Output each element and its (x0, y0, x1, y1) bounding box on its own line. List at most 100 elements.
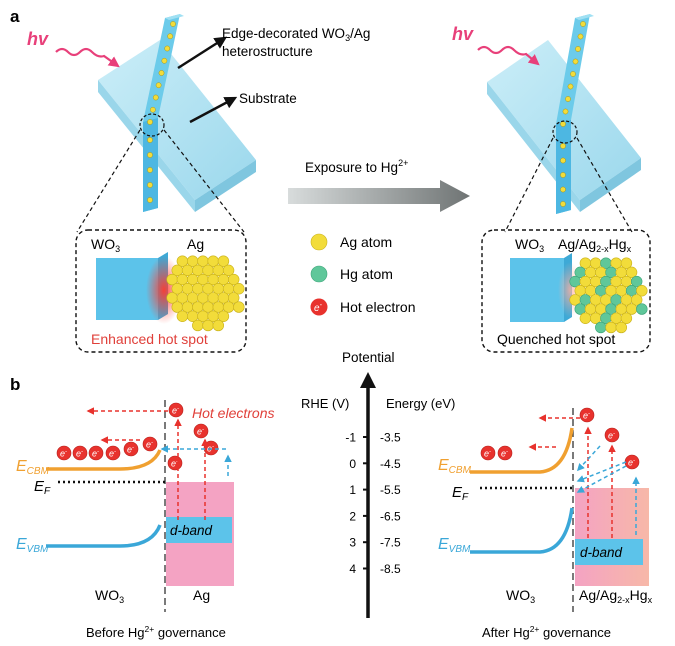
legend-hg-atom-icon (310, 265, 328, 283)
rhe-header: RHE (V) (301, 396, 349, 411)
exposure-label: Exposure to Hg2+ (305, 158, 408, 175)
right-electron-symbol: e- (583, 411, 590, 421)
panel-label-b: b (10, 375, 20, 394)
left-wall-top (165, 14, 184, 20)
left-edge-lower-dot (147, 197, 153, 203)
right-electron-symbol: e- (484, 449, 491, 459)
left-electron-symbol: e- (92, 449, 99, 459)
right-electron-symbol: e- (608, 431, 615, 441)
left-inset-caption: Enhanced hot spot (91, 331, 208, 347)
left-wo3-label: WO3 (95, 587, 124, 605)
hot-electrons-label: Hot electrons (192, 405, 274, 421)
right-edge-dots (560, 21, 586, 207)
right-edge-lower-dot (560, 143, 566, 149)
left-inset-wo3-block (96, 258, 158, 320)
left-substrate-top (98, 40, 256, 200)
energy-header: Energy (eV) (386, 396, 455, 411)
potential-axis-arrowhead (360, 372, 376, 388)
right-electron (604, 427, 620, 443)
left-edge-lower-dot (147, 152, 153, 158)
energy-tick-label: -7.5 (380, 536, 401, 550)
left-edge-dot (161, 57, 168, 64)
left-electron (168, 402, 184, 418)
left-evbm-label: EVBM (16, 536, 49, 555)
legend-hg-atom-label: Hg atom (340, 266, 393, 282)
right-wall-top (575, 14, 594, 20)
pointer-substrate (189, 96, 238, 124)
left-ag-cluster (166, 255, 245, 332)
right-electron-symbol: e- (628, 458, 635, 468)
right-edge-dot (575, 46, 581, 52)
left-caption: Before Hg2+ governance (86, 624, 226, 640)
right-edge-dot (565, 96, 571, 102)
panel-label-a: a (10, 7, 20, 26)
left-edge-lower-dot (147, 167, 153, 173)
left-edge-dots (147, 21, 176, 203)
left-electron-symbol: e- (109, 449, 116, 459)
hv-label-right: hv (452, 24, 474, 44)
left-edge-dot (170, 21, 176, 27)
hv-wave-left (55, 47, 120, 68)
left-electron (88, 445, 104, 461)
right-zoom-line-1 (504, 137, 554, 233)
left-cluster-ag-atom (202, 319, 214, 332)
left-zoom-line-1 (76, 129, 141, 233)
substrate-label: Substrate (239, 91, 297, 106)
left-cbm-line (46, 449, 162, 471)
right-blue-cross-1 (576, 461, 627, 483)
left-inset-frame (75, 229, 247, 353)
rhe-tick-label: 4 (349, 562, 356, 576)
right-edge-dot (570, 71, 576, 77)
left-cluster-ag-atom (212, 319, 225, 332)
right-alloy-label: Ag/Ag2-xHgx (579, 587, 653, 605)
right-edge-lower-dot (560, 157, 566, 164)
right-inset-frame (481, 229, 651, 353)
left-edge-dot (164, 45, 171, 52)
left-electron (142, 436, 158, 452)
heterostructure-label: heterostructure (222, 44, 313, 59)
right-cluster-ag-atom (636, 285, 648, 297)
right-blue-cross-2 (576, 465, 627, 493)
left-ag-label: Ag (193, 587, 210, 603)
left-electron (123, 441, 139, 457)
right-edge-dot (567, 83, 574, 90)
left-cluster-ag-atom (233, 301, 245, 313)
right-cbm-line (470, 427, 574, 474)
right-edge-lower-dot (560, 186, 566, 193)
legend-hot-electron-label: Hot electron (340, 299, 415, 315)
left-cluster-ag-atom (217, 310, 230, 322)
left-cluster-ag-atom (227, 273, 240, 286)
right-dband-label: d-band (580, 545, 623, 560)
left-edge-dot (150, 106, 156, 113)
left-electron-symbol: e- (76, 449, 83, 459)
right-edge-dot (577, 33, 584, 40)
right-inset-wo3-label: WO3 (515, 236, 544, 254)
right-cluster-ag-atom (630, 294, 643, 306)
right-evbm-label: EVBM (438, 536, 471, 555)
left-edge-lower-dot (147, 182, 153, 188)
potential-title: Potential (342, 350, 395, 365)
right-cluster-ag-atom (579, 312, 592, 324)
right-ef-label: EF (452, 484, 469, 503)
left-electron (105, 445, 121, 461)
right-inset-caption: Quenched hot spot (497, 331, 615, 347)
rhe-tick-label: 2 (349, 509, 356, 523)
edge-decorated-label: Edge-decorated WO3/Ag (222, 26, 370, 43)
legend-ag-atom-label: Ag atom (340, 234, 392, 250)
energy-tick-label: -3.5 (380, 431, 401, 445)
left-edge-lower-dot (147, 137, 153, 143)
legend-ag-atom-icon (310, 233, 328, 251)
right-alloy-cluster (569, 257, 648, 334)
left-edge-dot (167, 33, 173, 40)
right-cluster-ag-atom (620, 257, 633, 269)
right-vbm-line (470, 507, 574, 554)
right-electron-symbol: e- (501, 449, 508, 459)
left-electron-symbol: e- (172, 406, 179, 416)
right-cluster-ag-atom (625, 266, 638, 279)
left-ef-label: EF (34, 478, 51, 497)
right-cluster-ag-atom (615, 321, 627, 334)
right-inset-alloy-label: Ag/Ag2-xHgx (558, 236, 632, 254)
left-electron (193, 423, 209, 439)
rhe-tick-label: 1 (349, 483, 356, 497)
